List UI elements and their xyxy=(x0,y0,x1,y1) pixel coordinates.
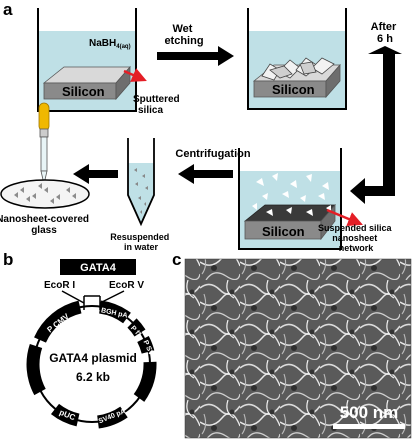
ecor1-label: EcoR I xyxy=(44,280,75,291)
silicon-label: Silicon xyxy=(62,84,105,99)
scale-bar-label: 500 nm xyxy=(340,403,399,422)
ecor5-pointer xyxy=(99,290,125,304)
psv40-segment xyxy=(137,335,155,354)
suspended-label: Suspended silica nanosheet network xyxy=(318,223,394,253)
beaker-suspended: Silicon xyxy=(238,148,342,250)
resuspended-label: Resuspended in water xyxy=(110,232,172,252)
scale-bar xyxy=(333,424,405,429)
silicon-label-3: Silicon xyxy=(262,224,305,239)
deposition-arrow xyxy=(73,164,118,184)
puc-segment xyxy=(50,403,80,427)
panel-label-b: b xyxy=(3,250,13,269)
wet-etching-arrow xyxy=(157,46,234,66)
glass-slide xyxy=(0,179,90,209)
reagent-label: NaBH4(aq) xyxy=(89,38,131,50)
after-label: After 6 h xyxy=(371,21,400,45)
silicon-label-2: Silicon xyxy=(272,82,315,97)
covered-glass-label: Nanosheet-covered glass xyxy=(0,214,92,236)
pf1-segment xyxy=(127,318,146,337)
plasmid-size: 6.2 kb xyxy=(76,370,110,384)
after-6h-arrow xyxy=(350,46,402,204)
gata4-insert-label: GATA4 xyxy=(80,262,117,274)
plasmid-name: GATA4 plasmid xyxy=(49,351,137,365)
test-tube xyxy=(127,138,155,227)
pcmv-segment xyxy=(34,300,82,343)
beaker-initial: Silicon NaBH4(aq) xyxy=(37,8,137,112)
beaker-etched: Silicon xyxy=(247,8,347,110)
gfp-label: GFP-Zeocin xyxy=(156,370,167,410)
sputtered-silica-arrow xyxy=(123,68,147,82)
gfp-segment xyxy=(133,361,157,402)
wet-etching-label: Wet etching xyxy=(164,23,203,47)
sem-image xyxy=(185,259,411,438)
sv40pa-segment xyxy=(96,406,128,429)
plasmid-features: P CMV BGH pA P f1 P SV40 GFP-Zeocin SV40… xyxy=(26,300,167,429)
panel-label-a: a xyxy=(3,0,13,19)
bgh-segment xyxy=(98,300,131,324)
nanosheet-network xyxy=(261,57,335,81)
pipette xyxy=(38,102,50,185)
centrifugation-arrow xyxy=(178,164,233,184)
gata4-insert-box xyxy=(60,259,136,275)
ecor1-pointer xyxy=(61,290,85,304)
ecor5-label: EcoR V xyxy=(109,280,144,291)
ampicillin-segment xyxy=(26,343,46,396)
panel-label-c: c xyxy=(172,250,181,269)
centrifugation-label: Centrifugation xyxy=(175,148,250,160)
suspended-arrow xyxy=(326,208,363,227)
sputtered-silica-label: Sputtered silica xyxy=(133,94,182,116)
